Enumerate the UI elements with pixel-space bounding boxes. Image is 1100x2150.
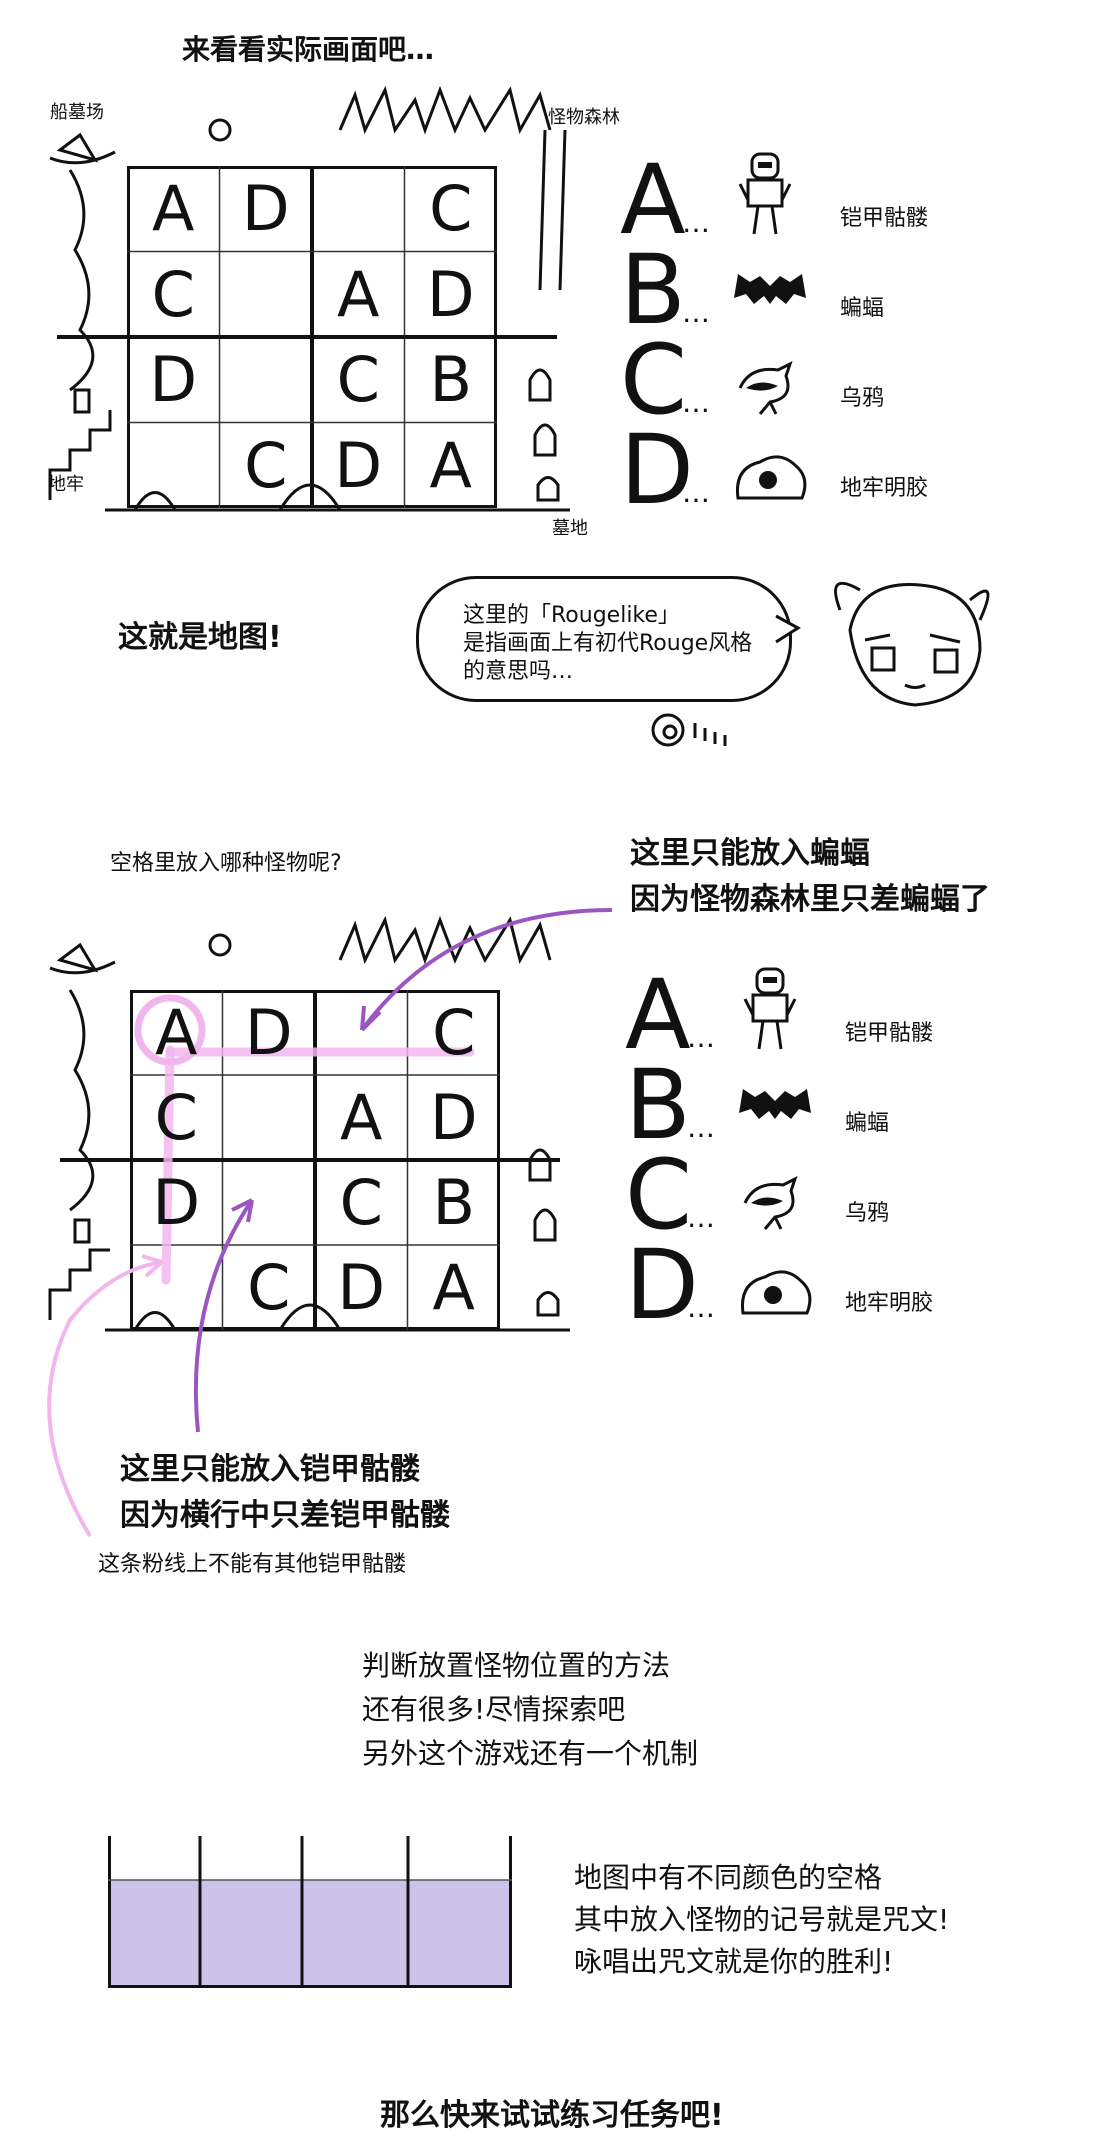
map1-cell-r3c2: D <box>334 428 383 502</box>
speech-line-2: 是指画面上有初代Rouge风格 <box>463 631 753 656</box>
map2-cell-r2c0: D <box>152 1166 201 1239</box>
grid-lines-1 <box>57 166 557 508</box>
bat-icon <box>735 1083 815 1137</box>
map1-cell-r2c3: B <box>429 343 473 417</box>
p1-legend-dots-b: … <box>682 296 710 329</box>
map1-cell-r0c1: D <box>241 172 290 246</box>
map2-cell-r1c2: A <box>340 1081 383 1154</box>
question-text: 空格里放入哪种怪物呢? <box>110 851 342 876</box>
method-line-3: 另外这个游戏还有一个机制 <box>362 1737 699 1770</box>
spell-cells <box>108 1836 512 1988</box>
map1-cell-r1c0: C <box>151 257 195 331</box>
map-caption: 这就是地图! <box>118 620 282 655</box>
p2-legend-name-b: 蝙蝠 <box>845 1111 890 1136</box>
method-line-2: 还有很多!尽情探索吧 <box>362 1693 626 1726</box>
map2-cell-r0c0: A <box>155 996 198 1069</box>
p1-legend-name-c: 乌鸦 <box>840 386 885 411</box>
map1-cell-r1c2: A <box>337 257 380 331</box>
p2-legend-dots-b: … <box>687 1111 715 1144</box>
map1-cell-r1c3: D <box>426 257 475 331</box>
p2-legend-letter-a: A <box>625 959 691 1071</box>
label-dungeon: 地牢 <box>48 474 84 495</box>
label-forest: 怪物森林 <box>548 107 620 128</box>
map2-cell-r1c0: C <box>154 1081 198 1154</box>
pink-highlight <box>134 994 475 1285</box>
p2-legend-dots-d: … <box>687 1291 715 1324</box>
map2-cell-r1c3: D <box>429 1081 478 1154</box>
grid-lines-2 <box>60 990 560 1330</box>
p1-legend-letter-b: B <box>620 234 686 346</box>
map1-cell-r2c0: D <box>149 343 198 417</box>
p2-legend-name-c: 乌鸦 <box>845 1201 890 1226</box>
map1-cell-r0c3: C <box>429 172 473 246</box>
p2-legend-name-d: 地牢明胶 <box>845 1291 934 1316</box>
speech-bubble: 这里的「Rougelike」 是指画面上有初代Rouge风格 的意思吗… <box>416 576 792 702</box>
slime-icon <box>730 448 810 512</box>
bubble-tail <box>775 614 801 644</box>
p1-legend-name-b: 蝙蝠 <box>840 296 885 321</box>
slime-icon <box>735 1263 815 1327</box>
label-shipyard: 船墓场 <box>50 102 104 123</box>
p2-legend-dots-a: … <box>687 1021 715 1054</box>
p1-legend-dots-d: … <box>682 476 710 509</box>
map1-cell-r3c3: A <box>429 428 472 502</box>
map2-cell-r0c1: D <box>244 996 293 1069</box>
squiggle-icon <box>651 713 727 747</box>
p1-legend-name-a: 铠甲骷髅 <box>840 206 929 231</box>
map1-cell-r0c0: A <box>152 172 195 246</box>
speech-line-1: 这里的「Rougelike」 <box>463 603 680 628</box>
spell-line-3: 咏唱出咒文就是你的胜利! <box>574 1945 894 1978</box>
p1-legend-name-d: 地牢明胶 <box>840 476 929 501</box>
p1-legend-letter-c: C <box>620 324 688 436</box>
map2-cell-r2c2: C <box>339 1166 383 1239</box>
p1-legend-dots-a: … <box>682 206 710 239</box>
spell-line-2: 其中放入怪物的记号就是咒文! <box>574 1903 950 1936</box>
map2-cell-r3c1: C <box>247 1251 291 1324</box>
p2-legend-letter-d: D <box>625 1229 699 1341</box>
final-call-to-action: 那么快来试试练习任务吧! <box>380 2098 724 2133</box>
note-top-line-2: 因为怪物森林里只差蝙蝠了 <box>630 882 990 917</box>
method-line-1: 判断放置怪物位置的方法 <box>362 1649 671 1682</box>
p1-legend-letter-a: A <box>620 144 686 256</box>
speech-line-3: 的意思吗… <box>463 659 574 684</box>
map1-cell-r2c2: C <box>336 343 380 417</box>
map2-cell-r2c3: B <box>432 1166 476 1239</box>
panel1-heading: 来看看实际画面吧… <box>182 33 435 66</box>
bat-icon <box>730 268 810 322</box>
map2-cell-r3c2: D <box>337 1251 386 1324</box>
p2-legend-name-a: 铠甲骷髅 <box>845 1021 934 1046</box>
spell-line-1: 地图中有不同颜色的空格 <box>574 1861 883 1894</box>
p1-legend-letter-d: D <box>620 414 694 526</box>
girl-face-icon <box>834 581 990 707</box>
armored-skeleton-icon <box>730 150 800 244</box>
note-top-line-1: 这里只能放入蝙蝠 <box>630 836 870 871</box>
p1-legend-dots-c: … <box>682 386 710 419</box>
map1-cell-r3c1: C <box>244 428 288 502</box>
map2-cell-r0c3: C <box>432 996 476 1069</box>
spell-cells-svg <box>108 1836 512 1988</box>
pink-note: 这条粉线上不能有其他铠甲骷髅 <box>98 1552 407 1577</box>
map2-cell-r3c3: A <box>432 1251 475 1324</box>
note-bottom-line-2: 因为横行中只差铠甲骷髅 <box>120 1498 450 1533</box>
p2-legend-letter-b: B <box>625 1049 691 1161</box>
crow-icon <box>735 1173 815 1237</box>
p2-legend-letter-c: C <box>625 1139 693 1251</box>
p2-legend-dots-c: … <box>687 1201 715 1234</box>
crow-icon <box>730 358 810 422</box>
armored-skeleton-icon <box>735 965 805 1059</box>
label-graveyard: 墓地 <box>552 518 588 539</box>
note-bottom-line-1: 这里只能放入铠甲骷髅 <box>120 1452 420 1487</box>
